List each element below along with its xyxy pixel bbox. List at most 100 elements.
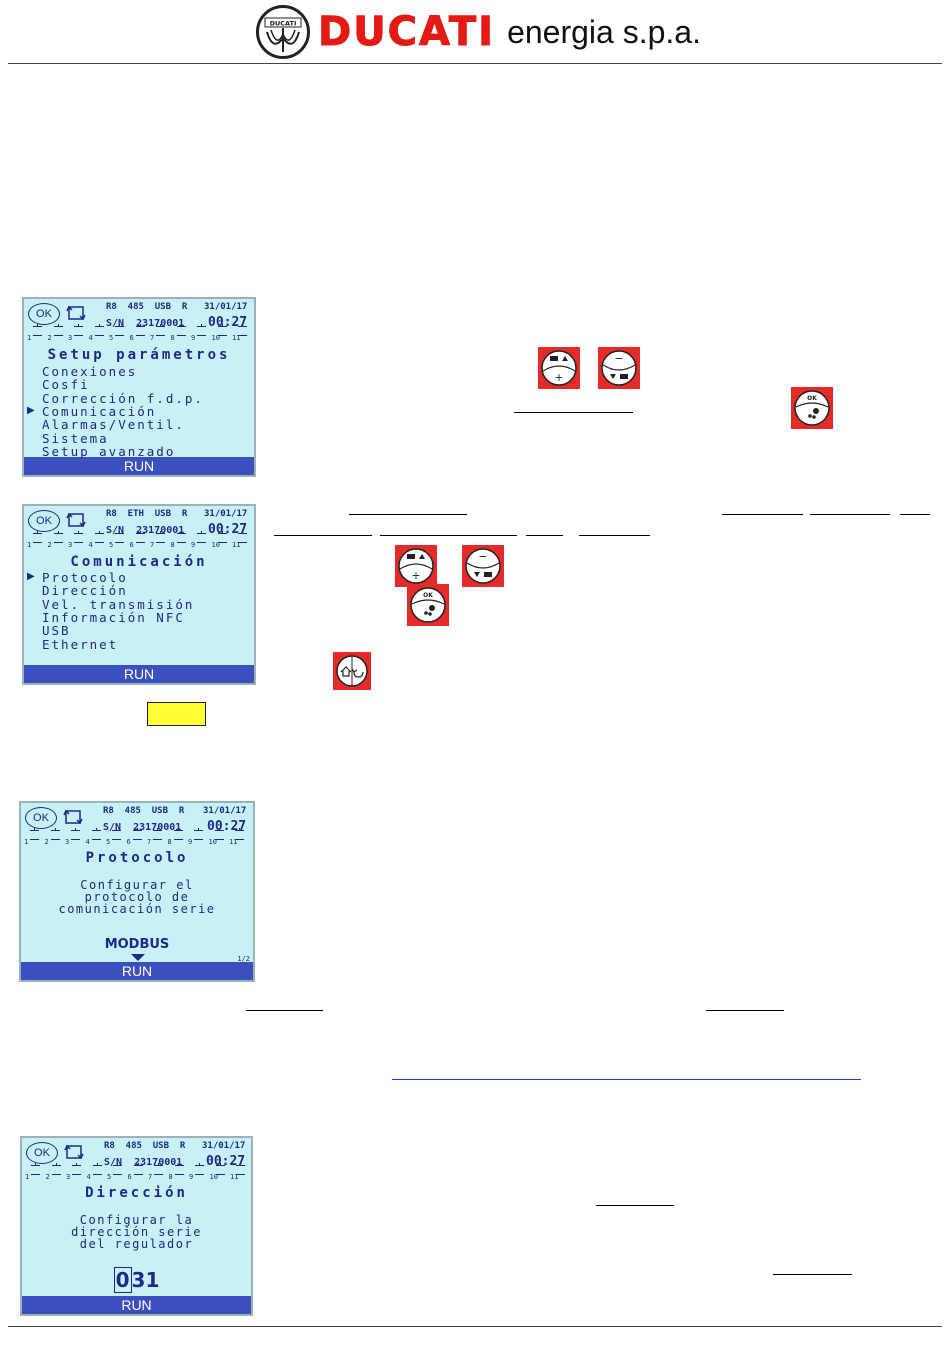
text-underline <box>810 514 890 515</box>
company-logo: DUCATI DUCATI energia s.p.a. <box>256 2 701 62</box>
parameter-title: Dirección <box>85 1185 188 1201</box>
capacitor-step-icon <box>173 828 183 840</box>
parameter-value: MODBUS <box>104 937 170 952</box>
capacitor-step-number: 6 <box>126 838 131 846</box>
menu-item: Corrección f.d.p. <box>42 390 204 406</box>
footer-rule <box>8 1326 942 1327</box>
address-remaining-digits: 31 <box>131 1268 160 1292</box>
capacitor-step-number: 8 <box>170 541 175 549</box>
capacitor-step-icon <box>153 828 162 840</box>
selection-arrow-icon: ▶ <box>27 571 35 582</box>
parameter-description-line-2: dirección serie <box>71 1225 202 1239</box>
menu-item: Dirección <box>42 583 128 599</box>
capacitor-step-number: 2 <box>47 334 52 342</box>
lcd-screen-protocol: OK R8 485 USB R 31/01/17 S/N 23170001 00… <box>19 801 255 982</box>
text-underline <box>526 535 563 536</box>
run-status-bar: RUN <box>24 457 254 475</box>
serial-label: S/N <box>106 318 125 329</box>
date-readout: 31/01/17 <box>203 806 247 816</box>
capacitor-step-icon <box>174 1163 184 1175</box>
svg-text:+: + <box>411 569 420 582</box>
capacitor-step-number: 2 <box>44 838 49 846</box>
capacitor-step-number: 6 <box>129 541 134 549</box>
text-underline <box>773 1274 852 1275</box>
capacitor-step-icon <box>217 531 227 543</box>
svg-text:−: − <box>614 352 623 365</box>
text-underline <box>514 412 633 413</box>
ok-key-icon: OK <box>791 387 833 429</box>
capacitor-step-icon <box>71 828 80 840</box>
capacitor-step-icon <box>74 531 83 543</box>
run-status-bar: RUN <box>24 665 254 683</box>
capacitor-step-icon <box>115 531 124 543</box>
menu-item: Conexiones <box>42 364 138 379</box>
lcd-screen-communication: OK R8 ETH USB R 31/01/17 S/N 23170001 00… <box>22 504 256 685</box>
text-underline <box>706 1010 784 1011</box>
text-underline <box>722 514 803 515</box>
capacitor-step-icon <box>50 828 60 840</box>
svg-text:+: + <box>554 371 563 384</box>
svg-text:OK: OK <box>423 592 433 599</box>
cycle-icon <box>64 1144 84 1160</box>
serial-label: S/N <box>103 822 122 833</box>
date-readout: 31/01/17 <box>204 509 248 519</box>
capacitor-step-number: 10 <box>211 541 220 549</box>
capacitor-step-number: 5 <box>106 838 111 846</box>
capacitor-step-icon <box>156 324 165 336</box>
menu-item: USB <box>42 623 71 639</box>
capacitor-step-icon <box>74 324 83 336</box>
down-minus-key-icon: − <box>598 347 640 389</box>
text-underline <box>274 535 372 536</box>
lcd-screen-setup: OK R8 485 USB R 31/01/17 S/N 23170001 00… <box>22 297 256 477</box>
capacitor-step-number: 2 <box>47 541 52 549</box>
capacitor-step-number: 4 <box>85 838 90 846</box>
capacitor-step-icon <box>53 531 63 543</box>
capacitor-step-icon <box>135 324 145 336</box>
serial-number: 23170001 <box>136 525 184 536</box>
capacitor-step-number: 9 <box>188 838 193 846</box>
menu-item: Ethernet <box>42 636 119 652</box>
page-indicator: 1/2 <box>237 955 250 963</box>
capacitor-step-number: 6 <box>129 334 134 342</box>
serial-number: 23170001 <box>134 1157 182 1168</box>
capacitor-step-icon <box>235 828 244 840</box>
capacitor-step-number: 7 <box>150 541 155 549</box>
capacitor-step-number: 9 <box>191 541 196 549</box>
value-dropdown-arrow-icon <box>131 954 145 961</box>
status-flags: R8 485 USB R <box>104 1141 186 1151</box>
serial-number: 23170001 <box>133 822 181 833</box>
capacitor-step-icon <box>238 531 247 543</box>
menu-item: Vel. transmisión <box>42 596 195 612</box>
menu-item: Alarmas/Ventil. <box>42 417 185 433</box>
svg-text:DUCATI: DUCATI <box>270 20 297 28</box>
ok-indicator: OK <box>25 807 57 829</box>
capacitor-step-number: 4 <box>86 1173 91 1181</box>
capacitor-step-icon <box>94 531 104 543</box>
capacitor-step-number: 7 <box>150 334 155 342</box>
serial-number: 23170001 <box>136 318 184 329</box>
capacitor-step-icon <box>72 1163 81 1175</box>
capacitor-step-number: 11 <box>229 838 238 846</box>
capacitor-step-icon <box>113 1163 122 1175</box>
capacitor-step-number: 5 <box>109 334 114 342</box>
parameter-description-line-3: del regulador <box>79 1237 194 1251</box>
parameter-description-line-1: Configurar el <box>80 878 194 892</box>
capacitor-step-number: 1 <box>27 541 32 549</box>
ok-key-icon: OK <box>407 584 449 626</box>
capacitor-step-icon <box>176 531 186 543</box>
menu-item: Información NFC <box>42 609 185 625</box>
parameter-description-line-1: Configurar la <box>79 1213 194 1227</box>
capacitor-step-number: 8 <box>168 1173 173 1181</box>
capacitor-step-number: 1 <box>25 1173 30 1181</box>
up-plus-key-icon: + <box>538 347 580 389</box>
hyperlink-underline[interactable] <box>392 1079 861 1080</box>
capacitor-step-icon <box>154 1163 163 1175</box>
capacitor-step-icon <box>94 324 104 336</box>
capacitor-step-icon <box>33 531 42 543</box>
text-underline <box>596 1205 674 1206</box>
lcd-screen-address: OK R8 485 USB R 31/01/17 S/N 23170001 00… <box>20 1136 253 1316</box>
text-underline <box>579 535 650 536</box>
company-seal-icon: DUCATI <box>256 5 310 59</box>
